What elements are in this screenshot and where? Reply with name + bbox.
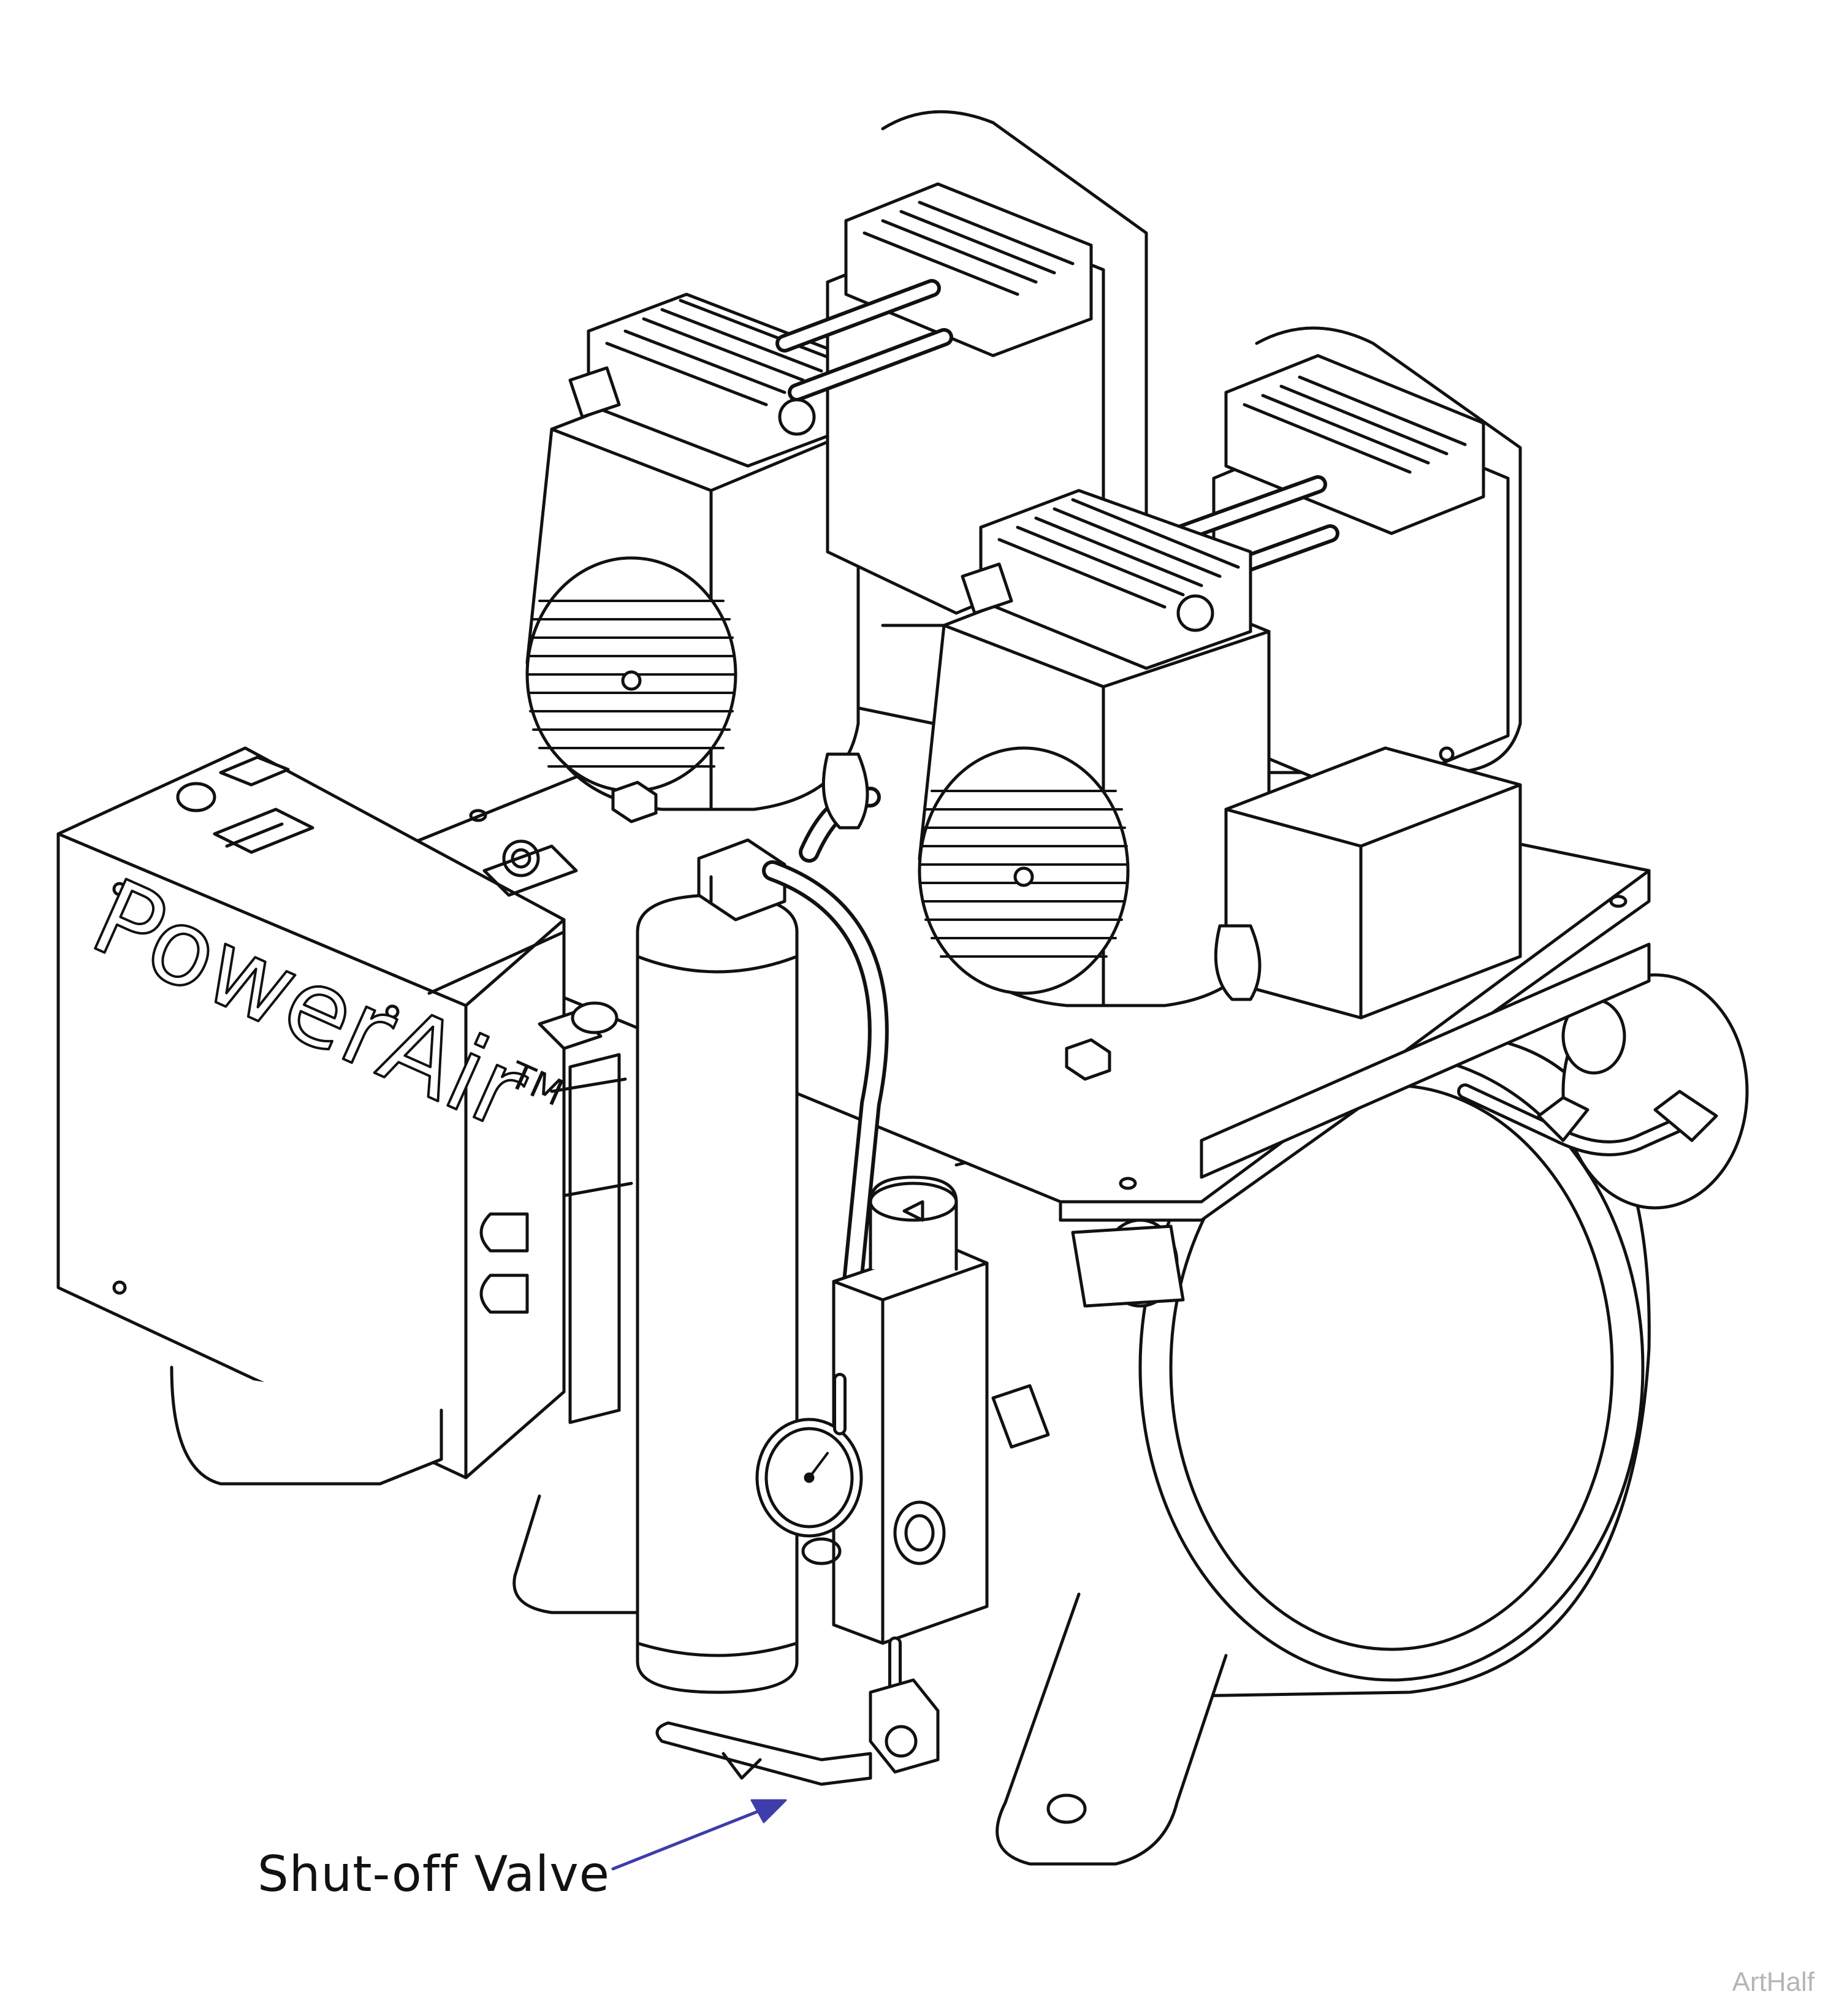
dryer-assembly (479, 1001, 633, 1424)
front-pump (918, 326, 1522, 1020)
shut-off-valve (655, 1636, 940, 1786)
watermark: ArtHalf (1732, 1967, 1814, 1997)
tank-foot-left (512, 1494, 664, 1614)
rear-tank-end (1561, 973, 1749, 1210)
callout-label-shut-off-valve: Shut-off Valve (257, 1846, 610, 1903)
pressure-gauge (755, 1373, 863, 1565)
vertical-cylinder (636, 838, 799, 1694)
regulator-block (832, 1175, 1050, 1645)
back-pump (525, 110, 1148, 811)
base-fittings (611, 752, 1262, 1081)
electrical-connector (482, 839, 578, 897)
callout-arrow (611, 1799, 787, 1871)
control-box (56, 746, 566, 1486)
tank-foot-right (996, 1592, 1228, 1866)
outlet-hose (1457, 1083, 1718, 1156)
front-rail (1071, 942, 1651, 1308)
